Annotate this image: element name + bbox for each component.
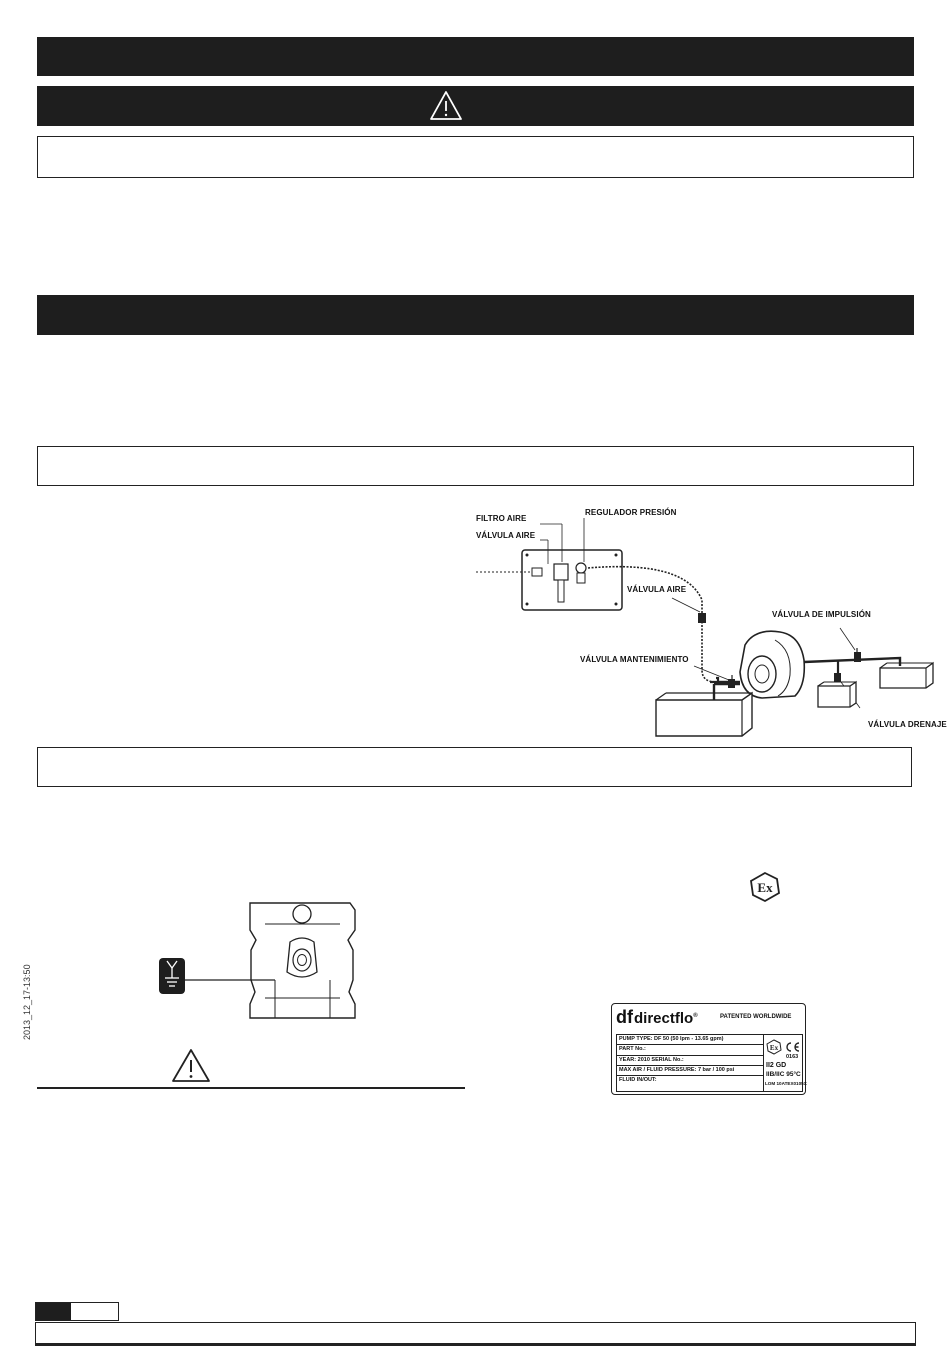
cert-ref: LOM 10ATEX0105X (765, 1081, 807, 1086)
atex-line-1: II2 GD (766, 1062, 787, 1069)
ex-hexagon-icon: Ex (750, 871, 780, 903)
ce-mark-icon (786, 1042, 800, 1052)
installation-diagram (476, 518, 934, 737)
caution-divider (37, 1087, 465, 1089)
label-valvula-drenaje: VÁLVULA DRENAJE (868, 720, 947, 729)
atex-line-2: IIB/IIC 95°C (766, 1071, 801, 1078)
label-regulador-presion: REGULADOR PRESIÓN (585, 508, 677, 517)
nameplate: dfdirectflo® PATENTED WORLDWIDE PUMP TYP… (611, 1003, 807, 1095)
label-filtro-aire: FILTRO AIRE (476, 514, 527, 523)
side-date: 2013_12_17-13:50 (22, 964, 32, 1040)
label-valvula-mantenimiento: VÁLVULA MANTENIMIENTO (580, 655, 689, 664)
cert-number: 0163 (786, 1054, 799, 1060)
nameplate-row: PART No.: (617, 1045, 764, 1056)
nameplate-cert-area: Ex 0163 II2 GD IIB/IIC 95°C LOM 10ATEX01… (763, 1034, 807, 1092)
air-panel (521, 549, 623, 611)
svg-text:Ex: Ex (770, 1044, 779, 1052)
section-bar (37, 295, 914, 335)
ex-mark-small-icon: Ex (766, 1039, 782, 1055)
page-number-tab (35, 1302, 119, 1321)
label-valvula-aire-1: VÁLVULA AIRE (476, 531, 536, 540)
label-valvula-aire-2: VÁLVULA AIRE (627, 585, 687, 594)
header-bar-top (37, 37, 914, 76)
nameplate-row: YEAR: 2010 SERIAL No.: (617, 1056, 764, 1066)
nameplate-brand: dfdirectflo® (616, 1007, 698, 1027)
nameplate-rows: PUMP TYPE: DF 50 (50 lpm - 13.65 gpm) PA… (616, 1034, 764, 1092)
caution-triangle-icon (172, 1049, 210, 1082)
warning-triangle-icon (430, 91, 462, 120)
nameplate-row: MAX AIR / FLUID PRESSURE: 7 bar / 100 ps… (617, 1066, 764, 1077)
ex-symbol-text: Ex (757, 880, 773, 895)
installation-box (37, 446, 914, 486)
nameplate-row: PUMP TYPE: DF 50 (50 lpm - 13.65 gpm) (617, 1035, 764, 1046)
nameplate-row: FLUID IN/OUT: (619, 1077, 657, 1084)
warning-bar (37, 86, 914, 126)
nameplate-patented: PATENTED WORLDWIDE (720, 1014, 792, 1020)
brand-logo-mark: df (616, 1007, 633, 1027)
grounding-box (37, 747, 912, 787)
warning-text-box (37, 136, 914, 178)
label-valvula-impulsion: VÁLVULA DE IMPULSIÓN (772, 610, 871, 619)
grounding-pump-sketch (159, 902, 356, 1019)
footer-box (35, 1322, 916, 1346)
